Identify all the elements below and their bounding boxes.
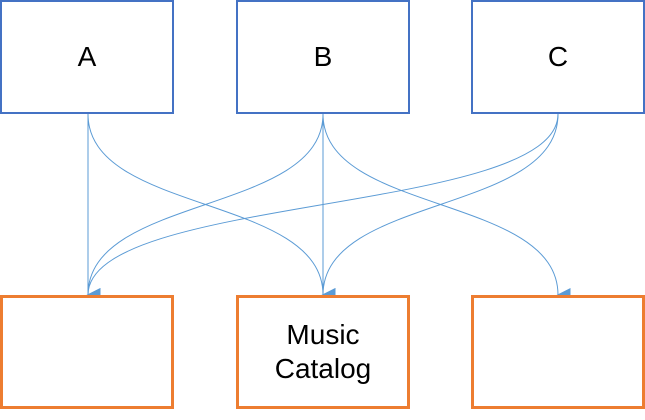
source-box-b[interactable]: B [236,0,410,114]
source-label-a: A [77,41,97,72]
target-box-music-catalog[interactable]: Music Catalog [236,295,410,409]
source-label-b: B [313,41,333,72]
connector-c-to-middle [321,113,559,303]
source-box-a[interactable]: A [0,0,174,114]
connector-c-to-left [86,113,559,303]
connector-a-to-middle [87,113,336,302]
target-box-left[interactable] [0,295,174,409]
source-box-c[interactable]: C [471,0,645,114]
connector-b-to-left [86,113,324,303]
target-label-music-catalog: Music Catalog [275,318,372,385]
source-label-c: C [547,41,569,72]
connector-b-to-right [322,113,571,302]
label-line-catalog: Catalog [274,353,372,384]
target-box-right[interactable] [471,295,645,409]
label-line-music: Music [286,319,360,351]
